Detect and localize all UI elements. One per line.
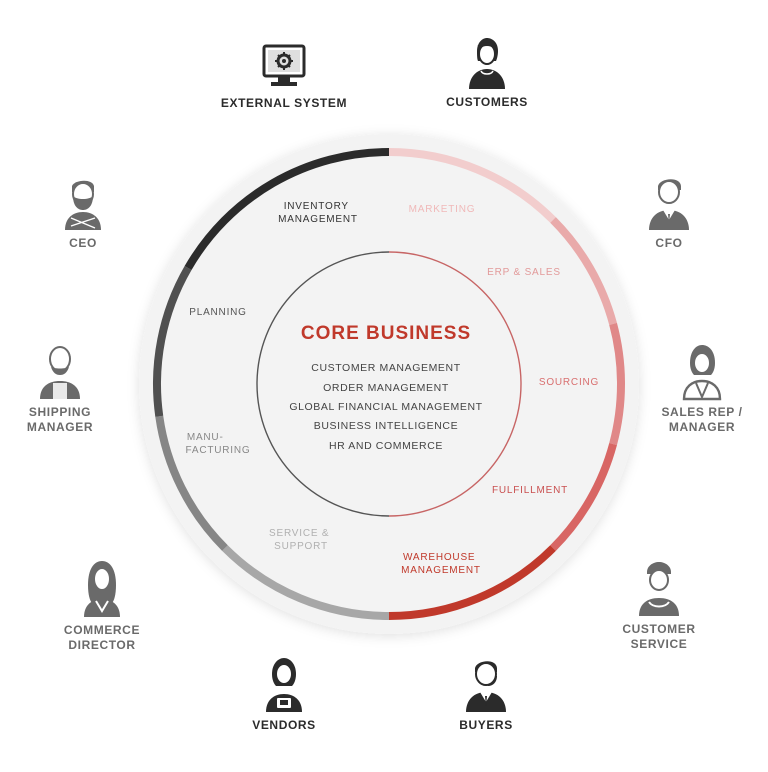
inner-ring-right	[388, 251, 522, 517]
persona-label: SALES REP / MANAGER	[661, 405, 743, 434]
bearded-man-icon	[65, 180, 101, 230]
worker-icon	[40, 346, 80, 399]
segment-ring	[153, 148, 625, 620]
persona-ceo: CEO	[8, 174, 158, 251]
segment-label-manufacturing: MANU- FACTURING	[186, 432, 251, 456]
persona-label: SHIPPING MANAGER	[26, 405, 94, 434]
headset-woman-icon	[682, 345, 722, 401]
segment-label-erp-sales: ERP & SALES	[487, 267, 561, 278]
persona-label: COMMERCE DIRECTOR	[63, 623, 141, 652]
segment-line: SUPPORT	[274, 541, 328, 552]
persona-buyers: BUYERS	[411, 654, 561, 733]
segment-line: SERVICE &	[269, 528, 329, 539]
core-item-list: CUSTOMER MANAGEMENT ORDER MANAGEMENT GLO…	[289, 362, 482, 452]
persona-label: CFO	[655, 236, 683, 250]
ring-segment-planning	[153, 266, 192, 417]
ring-segment-service-support	[222, 545, 390, 620]
segment-label-service-support: SERVICE & SUPPORT	[269, 528, 333, 552]
persona-sales-rep: SALES REP / MANAGER	[627, 341, 768, 435]
ring-segment-manufacturing	[155, 415, 228, 551]
computer-gear-icon	[262, 44, 306, 86]
ring-segment-fulfillment	[550, 443, 617, 551]
persona-shipping-manager: SHIPPING MANAGER	[0, 343, 135, 435]
ring-segment-sourcing	[609, 322, 625, 446]
persona-commerce-director: COMMERCE DIRECTOR	[27, 557, 177, 653]
segment-label-sourcing: SOURCING	[539, 377, 599, 388]
woman-icon	[84, 561, 120, 617]
segment-label-fulfillment: FULFILLMENT	[492, 485, 568, 496]
ring-segment-inventory	[184, 148, 390, 271]
segment-line: WAREHOUSE	[403, 552, 475, 563]
core-item: GLOBAL FINANCIAL MANAGEMENT	[289, 401, 482, 413]
ring-segment-warehouse	[388, 545, 556, 620]
segment-line: MANAGEMENT	[401, 565, 481, 576]
persona-external-system: EXTERNAL SYSTEM	[209, 40, 359, 111]
core-item: ORDER MANAGEMENT	[323, 382, 449, 394]
core-title: CORE BUSINESS	[301, 323, 471, 344]
cap-agent-icon	[639, 562, 679, 616]
headset-man-icon	[466, 661, 506, 712]
ring-segment-erp-sales	[550, 217, 617, 325]
core-item: BUSINESS INTELLIGENCE	[314, 420, 458, 432]
persona-customers: CUSTOMERS	[412, 33, 562, 110]
vendor-woman-icon	[266, 658, 302, 712]
inner-ring-left	[256, 251, 390, 517]
persona-vendors: VENDORS	[209, 654, 359, 733]
persona-customer-service: CUSTOMER SERVICE	[584, 558, 734, 652]
segment-label-inventory: INVENTORY MANAGEMENT	[278, 201, 358, 225]
man-suit-icon	[649, 179, 689, 230]
segment-label-planning: PLANNING	[189, 307, 247, 318]
persona-cfo: CFO	[594, 172, 744, 251]
segment-line: MANAGEMENT	[278, 214, 358, 225]
core-item: HR AND COMMERCE	[329, 440, 443, 452]
segment-labels: INVENTORY MANAGEMENT MARKETING ERP & SAL…	[186, 201, 599, 576]
persona-label: CUSTOMER SERVICE	[622, 622, 696, 651]
core-item: CUSTOMER MANAGEMENT	[311, 362, 460, 374]
segment-label-marketing: MARKETING	[409, 204, 476, 215]
persona-label: BUYERS	[459, 718, 513, 732]
persona-label: CEO	[69, 236, 97, 250]
segment-label-warehouse: WAREHOUSE MANAGEMENT	[401, 552, 481, 576]
person-icon	[469, 38, 505, 89]
ring-segment-marketing	[388, 148, 556, 223]
persona-label: EXTERNAL SYSTEM	[220, 96, 348, 110]
persona-label: VENDORS	[252, 718, 316, 732]
outer-disc	[139, 134, 639, 634]
segment-line: MANU-	[187, 432, 224, 443]
segment-line: FACTURING	[186, 445, 251, 456]
persona-label: CUSTOMERS	[446, 95, 528, 109]
segment-line: INVENTORY	[284, 201, 349, 212]
